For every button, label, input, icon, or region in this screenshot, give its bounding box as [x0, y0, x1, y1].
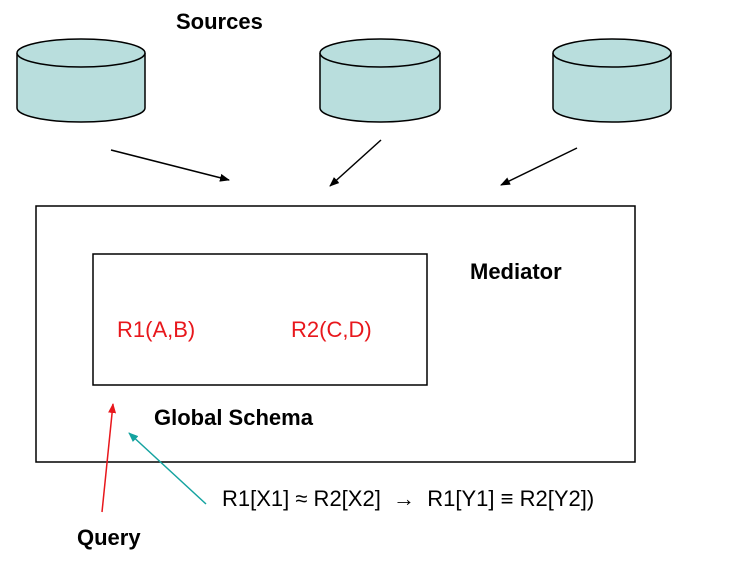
query-arrow [101, 403, 117, 513]
constraint-formula: R1[X1] ≈ R2[X2] → R1[Y1] ≡ R2[Y2]) [222, 486, 595, 511]
source-cylinder-3 [552, 38, 672, 123]
mediator-label: Mediator [470, 259, 562, 284]
relation-r1-label: R1(A,B) [117, 317, 196, 342]
source-cylinder-2 [319, 38, 441, 123]
source-2-arrow [329, 139, 382, 187]
constraint-arrow [128, 432, 207, 505]
source-3-arrow [500, 147, 578, 186]
source-1-arrow [110, 149, 230, 182]
source-cylinder-1 [16, 38, 146, 123]
sources-label: Sources [176, 9, 263, 34]
query-label: Query [77, 525, 141, 550]
mediator-box [35, 205, 636, 463]
relation-r2-label: R2(C,D) [291, 317, 372, 342]
global-schema-label: Global Schema [154, 405, 313, 430]
global-schema-box [92, 253, 428, 386]
